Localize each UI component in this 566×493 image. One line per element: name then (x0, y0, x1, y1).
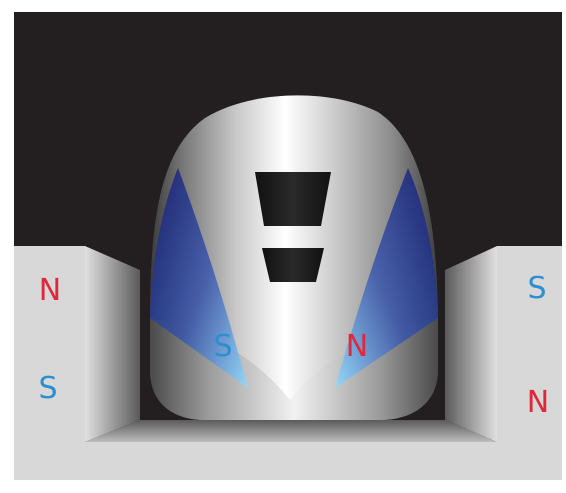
guideway-floor (85, 420, 497, 442)
left-wall-top-pole-label: N (30, 274, 70, 308)
train-left-magnet-pole-label: S (203, 330, 243, 364)
guideway-left-inner-wall (85, 246, 140, 442)
train-lower-window (262, 248, 324, 282)
train-upper-window (255, 172, 331, 226)
right-wall-bottom-pole-label: N (518, 386, 558, 420)
train-right-magnet-pole-label: N (337, 330, 377, 364)
guideway-right-inner-wall (445, 246, 497, 442)
right-wall-top-pole-label: S (517, 272, 557, 306)
left-wall-bottom-pole-label: S (28, 372, 68, 406)
